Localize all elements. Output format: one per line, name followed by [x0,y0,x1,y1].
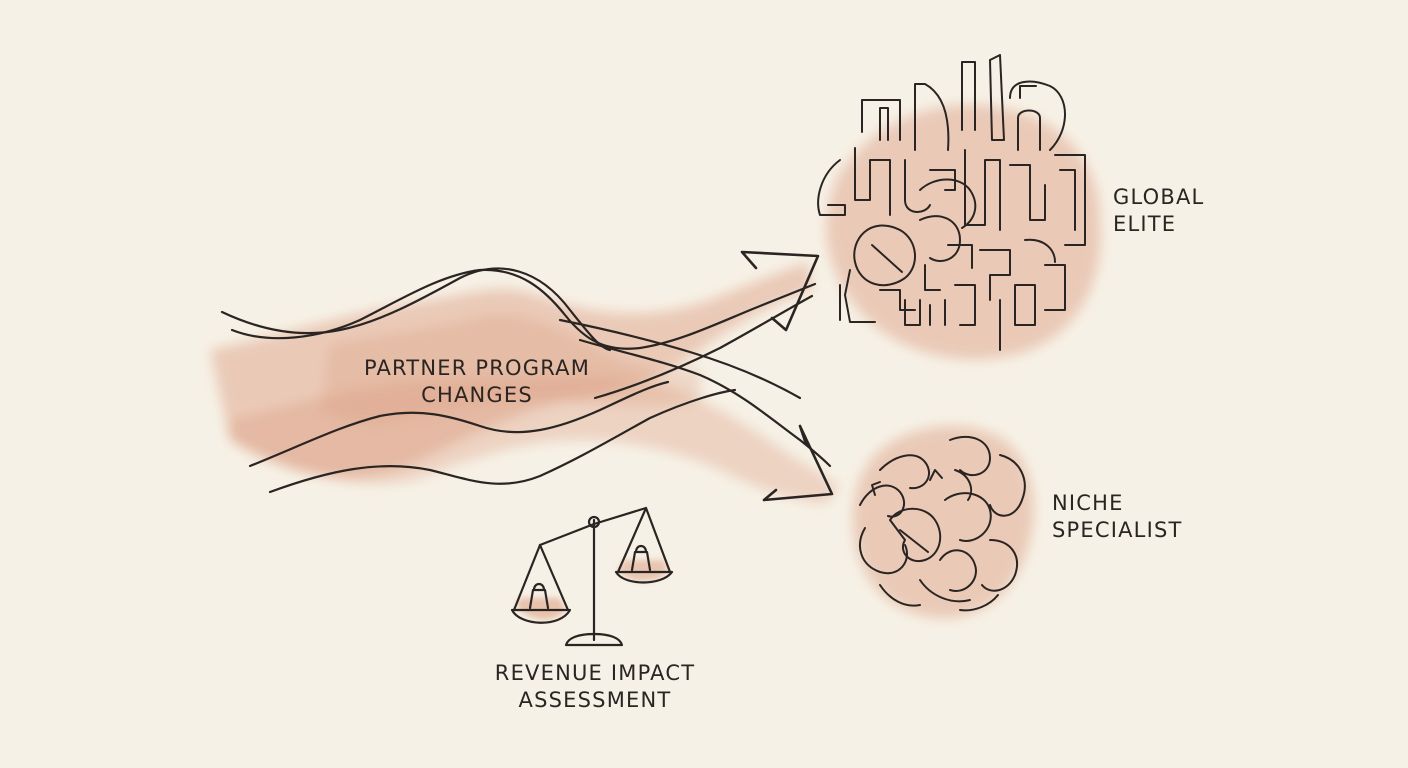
niche-specialist-cluster [859,435,1026,612]
niche-specialist-label-line-2: SPECIALIST [1052,518,1183,542]
source-label: PARTNER PROGRAM CHANGES [352,355,602,409]
arrowhead-down [762,424,834,502]
flow-line-upper-1 [220,267,612,352]
assessment-label: REVENUE IMPACT ASSESSMENT [470,660,720,714]
flow-line-lower-2 [268,388,737,494]
source-label-line-2: CHANGES [421,383,533,407]
flow-line-cross-2 [558,318,802,400]
assessment-label-line-1: REVENUE IMPACT [494,661,696,685]
arrowheads [740,250,834,502]
source-label-line-1: PARTNER PROGRAM [363,356,591,380]
balance-scale-icon [510,506,674,647]
flow-line-cross-1 [578,338,832,468]
global-elite-label-line-1: GLOBAL [1113,185,1205,209]
global-elite-cluster [817,54,1086,351]
niche-specialist-label-line-1: NICHE [1052,491,1124,515]
flow-lines [220,267,832,494]
niche-specialist-label: NICHE SPECIALIST [1052,490,1222,544]
assessment-label-line-2: ASSESSMENT [518,688,672,712]
arrowhead-up [740,250,820,332]
flow-line-upper-2 [230,268,817,350]
global-elite-label-line-2: ELITE [1113,212,1177,236]
global-elite-label: GLOBAL ELITE [1113,184,1253,238]
flow-line-lower-1 [248,380,670,468]
flow-line-cross-3 [593,294,814,400]
